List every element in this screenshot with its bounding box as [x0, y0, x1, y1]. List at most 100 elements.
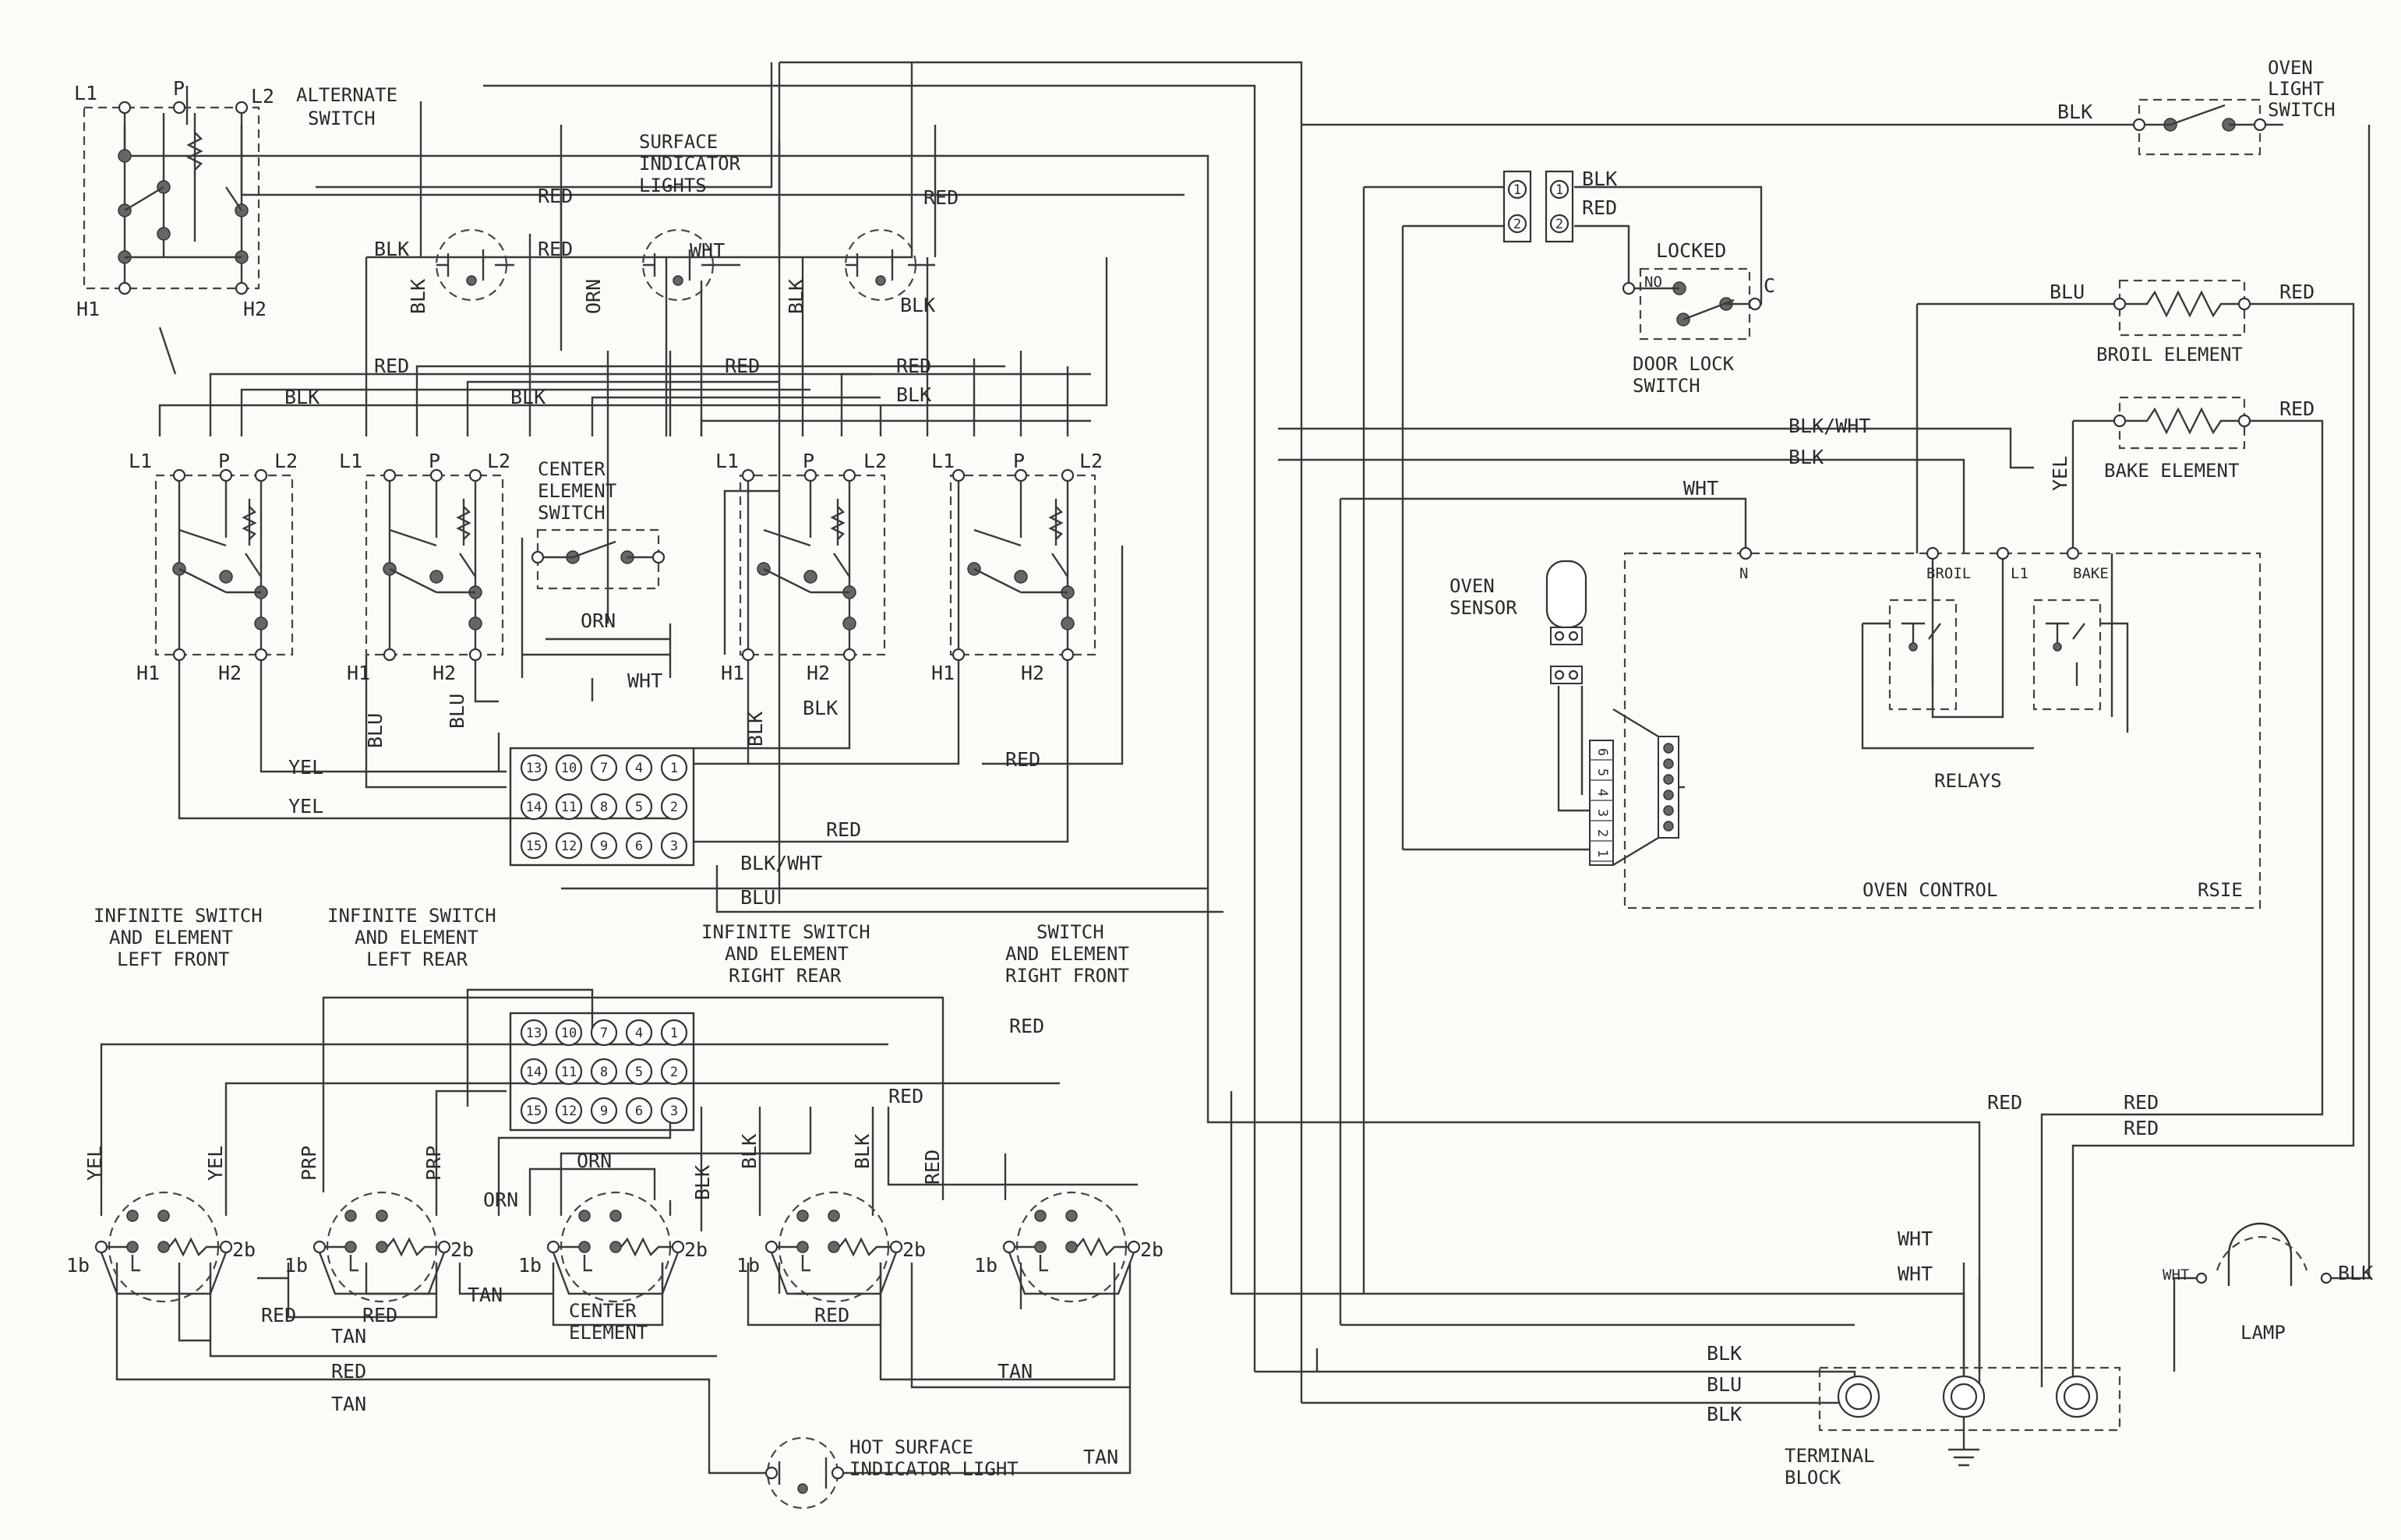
svg-text:RED: RED [2279, 281, 2314, 303]
rr-h1: H1 [721, 662, 744, 684]
lr-l2: L2 [487, 450, 510, 472]
element-terminal-2b: 2b [1140, 1238, 1163, 1261]
alt-switch-h1: H1 [76, 298, 100, 320]
sensor-pin-label: 5 [1594, 768, 1610, 776]
rf-h2: H2 [1021, 662, 1044, 684]
svg-text:RED: RED [725, 355, 760, 377]
connector-pin-label: 9 [600, 1104, 608, 1119]
connector-pin-label: 7 [600, 761, 608, 776]
svg-text:INDICATOR LIGHT: INDICATOR LIGHT [849, 1458, 1019, 1480]
svg-text:WHT: WHT [1683, 477, 1718, 500]
svg-text:BLK: BLK [738, 1134, 761, 1169]
connector-pin-label: 5 [635, 800, 643, 815]
alt-switch-p: P [173, 77, 185, 100]
rf-h1: H1 [931, 662, 955, 684]
element-terminal-1b: 1b [518, 1254, 542, 1277]
connector-pin [555, 1097, 583, 1125]
svg-text:RED: RED [896, 355, 931, 377]
svg-text:TAN: TAN [331, 1393, 366, 1415]
svg-text:BLK: BLK [691, 1165, 714, 1200]
connector-pin-label: 3 [670, 1104, 678, 1119]
connector-pin [520, 1097, 548, 1125]
connector-pin [555, 1019, 583, 1047]
element-terminal-2b: 2b [684, 1238, 708, 1261]
infinite-switch-left-front: L1 P L2 H1 H2 [129, 450, 298, 684]
connector-pin [660, 1019, 688, 1047]
svg-text:BLK: BLK [900, 294, 935, 316]
lf-h1: H1 [136, 662, 160, 684]
svg-text:SWITCH: SWITCH [1633, 375, 1700, 397]
svg-text:RED: RED [2124, 1091, 2159, 1114]
svg-text:RED: RED [261, 1304, 296, 1326]
connector-pin [625, 754, 653, 782]
bake-element: RED YEL BAKE ELEMENT [2049, 396, 2314, 491]
svg-text:NO: NO [1644, 274, 1662, 291]
lf-l2: L2 [274, 450, 298, 472]
element-terminal-2b: 2b [232, 1238, 256, 1261]
svg-text:AND ELEMENT: AND ELEMENT [109, 927, 233, 948]
element-terminal-2b: 2b [902, 1238, 926, 1261]
broil-element: BLU RED BROIL ELEMENT [2050, 279, 2314, 366]
lr-h1: H1 [347, 662, 370, 684]
lf-l1: L1 [129, 450, 152, 472]
indicator-light-3 [844, 228, 935, 302]
svg-text:TAN: TAN [331, 1325, 366, 1348]
connector-pin [520, 1058, 548, 1086]
svg-text:BLK: BLK [896, 383, 931, 406]
svg-text:TAN: TAN [997, 1360, 1033, 1383]
connector-pin-label: 6 [635, 839, 643, 854]
center-element-title-1: CENTER [569, 1300, 637, 1322]
connector-pin-label: 11 [561, 800, 577, 815]
connector-pin-label: 8 [600, 800, 608, 815]
svg-text:BAKE ELEMENT: BAKE ELEMENT [2104, 460, 2239, 482]
svg-text:RED: RED [888, 1085, 923, 1107]
svg-text:RIGHT REAR: RIGHT REAR [729, 965, 842, 987]
sensor-pin-label: 6 [1594, 748, 1610, 756]
svg-text:WHT: WHT [1898, 1263, 1933, 1285]
svg-text:RED: RED [826, 818, 861, 841]
center-element-title-2: ELEMENT [569, 1322, 648, 1344]
svg-text:RED: RED [923, 186, 959, 209]
sensor-pin-label: 3 [1594, 809, 1610, 817]
svg-text:AND ELEMENT: AND ELEMENT [1005, 943, 1129, 965]
svg-text:LEFT REAR: LEFT REAR [366, 948, 468, 970]
svg-text:RED: RED [814, 1304, 849, 1326]
svg-text:WHT: WHT [1898, 1227, 1933, 1250]
svg-text:BAKE: BAKE [2073, 565, 2109, 582]
connector-pin [660, 793, 688, 821]
connector-pin-label: 10 [561, 1026, 577, 1041]
svg-text:RED: RED [2124, 1117, 2159, 1139]
center-switch-title-3: SWITCH [538, 502, 606, 524]
element-center: 1b 2b [518, 1191, 708, 1303]
connector-pin-label: 15 [526, 1104, 542, 1119]
svg-text:WHT: WHT [2163, 1266, 2189, 1284]
connector-pin-label: 4 [635, 1026, 643, 1041]
lr-h2: H2 [433, 662, 456, 684]
svg-text:SENSOR: SENSOR [1449, 597, 1517, 619]
svg-text:ORN: ORN [582, 279, 605, 314]
svg-text:RED: RED [1987, 1091, 2022, 1114]
rr-l2: L2 [863, 450, 887, 472]
svg-text:2: 2 [1513, 217, 1521, 232]
svg-text:BLK: BLK [407, 279, 429, 314]
connector-pin-label: 3 [670, 839, 678, 854]
connector-pin-label: 14 [526, 1065, 542, 1080]
center-switch-title-1: CENTER [538, 458, 606, 480]
svg-text:WHT: WHT [627, 669, 662, 692]
svg-text:ORN: ORN [483, 1189, 518, 1211]
connector-pin [625, 1097, 653, 1125]
svg-text:TERMINAL: TERMINAL [1785, 1445, 1875, 1467]
connector-pin [555, 793, 583, 821]
svg-text:BLK: BLK [2057, 101, 2092, 123]
svg-text:BLK: BLK [851, 1134, 874, 1169]
svg-text:YEL: YEL [83, 1146, 106, 1181]
rf-l1: L1 [931, 450, 955, 472]
svg-text:RELAYS: RELAYS [1934, 770, 2002, 792]
connector-pin-label: 6 [635, 1104, 643, 1119]
svg-text:YEL: YEL [2049, 456, 2071, 491]
